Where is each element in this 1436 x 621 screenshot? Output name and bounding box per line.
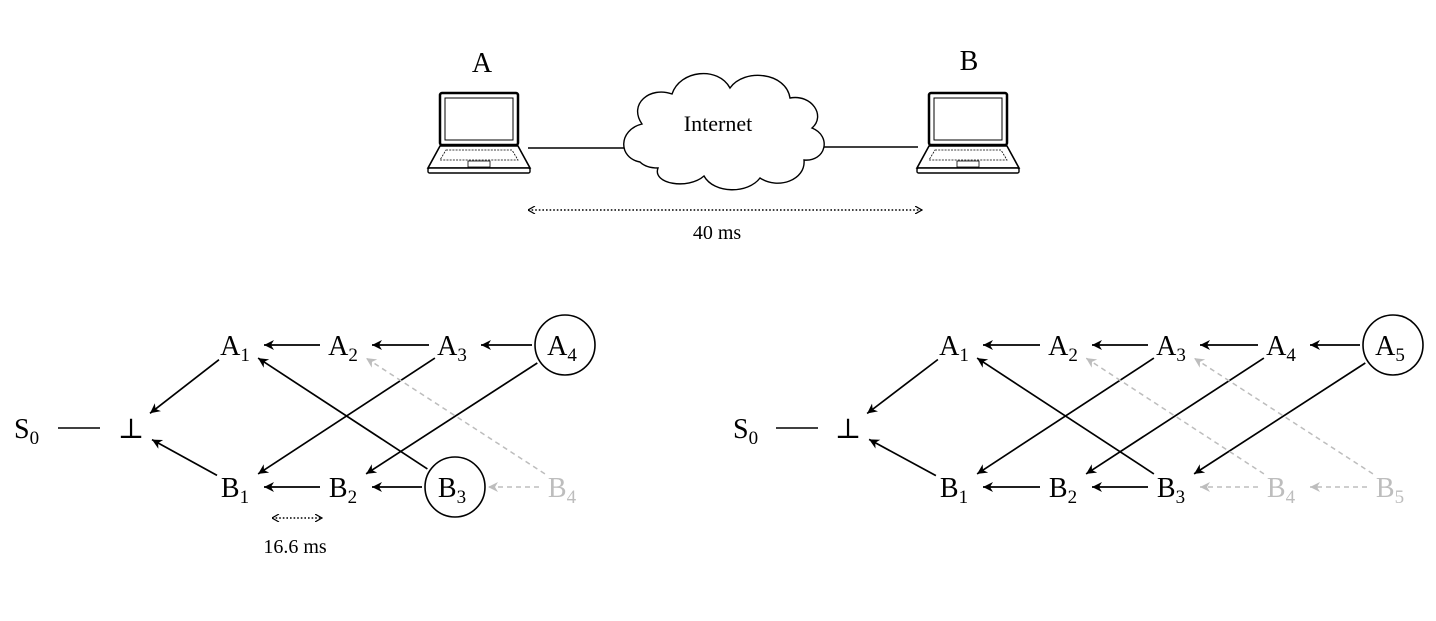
edge-B3-to-A1 [976, 357, 1155, 475]
laptop-a-icon [426, 91, 532, 174]
node-A5: A5 [1362, 314, 1424, 376]
interval-label: 16.6 ms [263, 536, 327, 558]
node-label: A2 [328, 331, 358, 366]
node-circle [424, 456, 486, 518]
right-edges [866, 340, 1374, 492]
edge-A1-to-bottom [866, 358, 939, 415]
root-node: S0 [14, 414, 39, 449]
node-label: A4 [547, 331, 577, 366]
node-label: A5 [1375, 331, 1405, 366]
node-label: A3 [1156, 331, 1186, 366]
node-label: B3 [1157, 473, 1185, 508]
node-label: A1 [220, 331, 250, 366]
bottom-symbol: ⊥ [118, 414, 144, 445]
node-B1: B1 [221, 473, 249, 508]
node-label: A2 [1048, 331, 1078, 366]
node-A3: A3 [1156, 331, 1186, 366]
node-label: A3 [437, 331, 467, 366]
node-label: B2 [329, 473, 357, 508]
edge-B1-to-bottom [868, 438, 937, 477]
node-B4: B4 [1267, 473, 1296, 508]
node-label: B4 [1267, 473, 1296, 508]
node-A2: A2 [328, 331, 358, 366]
edge-A5-to-B3 [1193, 362, 1366, 475]
node-A4: A4 [534, 314, 596, 376]
cloud-label: Internet [684, 111, 752, 136]
node-label: B2 [1049, 473, 1077, 508]
node-label: A4 [1266, 331, 1296, 366]
node-A1: A1 [220, 331, 250, 366]
network-section: A B Internet 40 ms [426, 46, 1021, 244]
edge-A1-to-bottom [149, 359, 220, 414]
host-a-label: A [472, 48, 493, 79]
cloud-icon [623, 72, 825, 191]
node-B3: B3 [424, 456, 486, 518]
node-circle [534, 314, 596, 376]
node-circle [1362, 314, 1424, 376]
node-label: B5 [1376, 473, 1404, 508]
root-node: S0 [733, 414, 758, 449]
laptop-b-icon [915, 91, 1021, 174]
node-label: B3 [438, 473, 466, 508]
node-B1: B1 [940, 473, 968, 508]
bottom-symbol: ⊥ [835, 414, 861, 445]
node-label: B1 [221, 473, 249, 508]
node-A4: A4 [1266, 331, 1296, 366]
root-label: S0 [14, 414, 39, 449]
node-A3: A3 [437, 331, 467, 366]
edge-B1-to-bottom [151, 438, 218, 477]
node-B5: B5 [1376, 473, 1404, 508]
left-edges [149, 340, 546, 492]
node-B4: B4 [548, 473, 577, 508]
edge-A4-to-B2 [365, 362, 538, 475]
node-label: A1 [939, 331, 969, 366]
node-label: B1 [940, 473, 968, 508]
root-label: S0 [733, 414, 758, 449]
node-B2: B2 [1049, 473, 1077, 508]
host-b-label: B [960, 46, 979, 77]
edge-B3-to-A1 [257, 357, 428, 470]
latency-label: 40 ms [693, 222, 742, 244]
node-A2: A2 [1048, 331, 1078, 366]
node-B3: B3 [1157, 473, 1185, 508]
node-A1: A1 [939, 331, 969, 366]
node-label: B4 [548, 473, 577, 508]
edge-A4-to-B2 [1085, 357, 1265, 475]
node-B2: B2 [329, 473, 357, 508]
